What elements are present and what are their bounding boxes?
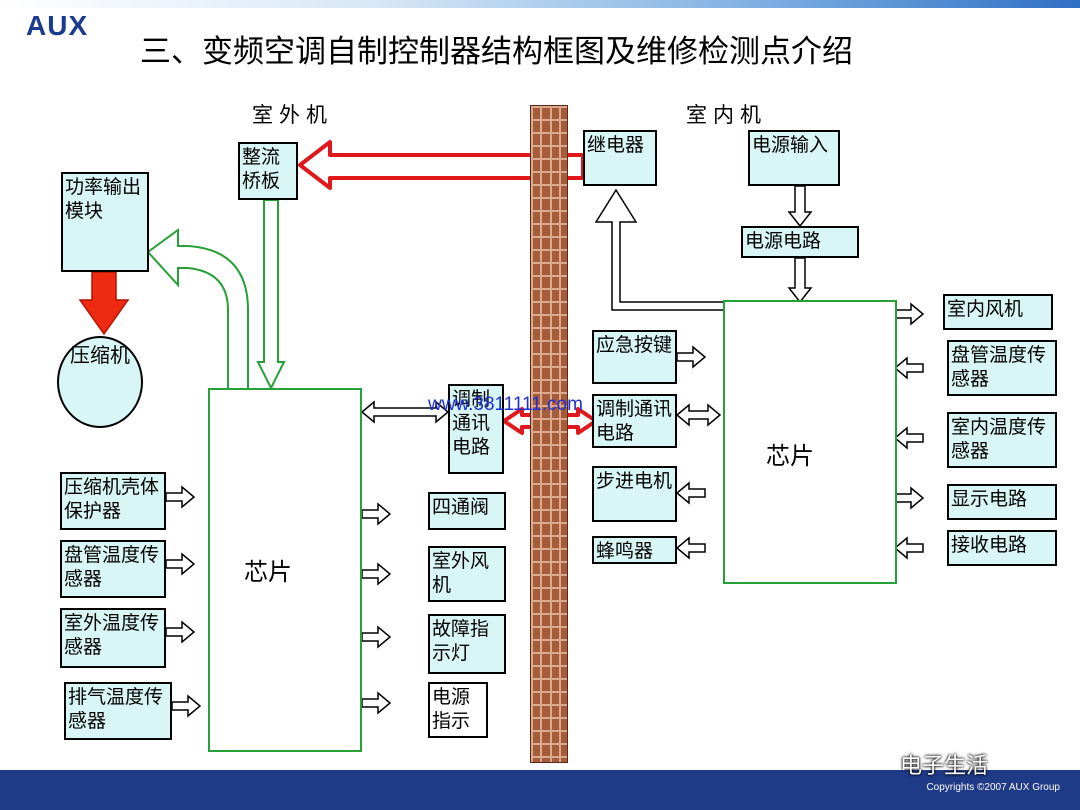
indoor-unit-label: 室内机: [686, 103, 767, 127]
fault-indicator-box: 故障指示灯: [428, 614, 506, 674]
top-gradient-bar: [0, 0, 1080, 8]
indoor-chip: [723, 300, 897, 584]
page-title: 三、变频空调自制控制器结构框图及维修检测点介绍: [140, 34, 853, 70]
power-module-to-compressor-arrow: [78, 271, 130, 336]
chip-to-power-module-arrow: [146, 228, 249, 388]
compressor-circle: 压缩机: [57, 336, 143, 428]
relay-box: 继电器: [583, 130, 657, 186]
emergency-key-box: 应急按键: [592, 330, 677, 384]
power-input-box: 电源输入: [748, 130, 840, 186]
outdoor-chip-label: 芯片: [244, 558, 292, 586]
power-output-module-box: 功率输出模块: [61, 172, 149, 272]
indoor-coil-temp-sensor-box: 盘管温度传感器: [947, 340, 1057, 396]
power-indicator-box: 电源指示: [428, 682, 488, 738]
display-circuit-box: 显示电路: [947, 484, 1057, 520]
power-circuit-down-arrow: [787, 257, 813, 304]
four-way-valve-box: 四通阀: [428, 492, 506, 530]
outdoor-unit-label: 室外机: [252, 103, 333, 127]
website-watermark: www.3811111.com: [428, 394, 583, 415]
brick-wall-divider: [530, 105, 568, 763]
indoor-fan-box: 室内风机: [943, 294, 1053, 330]
chip-to-relay-arrow: [594, 188, 725, 311]
buzzer-box: 蜂鸣器: [592, 536, 677, 564]
indoor-ambient-temp-sensor-box: 室内温度传感器: [947, 412, 1057, 468]
indoor-chip-label: 芯片: [766, 442, 814, 470]
power-circuit-box: 电源电路: [741, 226, 859, 258]
stepper-motor-box: 步进电机: [592, 466, 677, 522]
indoor-comm-circuit-box: 调制通讯电路: [592, 394, 677, 448]
exhaust-temp-sensor-box: 排气温度传感器: [64, 682, 172, 740]
outdoor-chip: [208, 388, 362, 752]
receive-circuit-box: 接收电路: [947, 530, 1057, 566]
indoor-comm-bidir-arrow: [675, 403, 722, 427]
outdoor-ambient-temp-sensor-box: 室外温度传感器: [60, 608, 166, 668]
compressor-shell-protector-box: 压缩机壳体保护器: [60, 472, 166, 530]
footer-bar: [0, 770, 1080, 810]
rectifier-to-chip-arrow: [256, 199, 286, 391]
outdoor-comm-circuit-box: 调制通讯电路: [448, 384, 504, 474]
outdoor-coil-temp-sensor-box: 盘管温度传感器: [60, 540, 166, 598]
rectifier-bridge-box: 整流桥板: [238, 142, 298, 200]
copyright-text: Copyrights ©2007 AUX Group: [926, 782, 1060, 793]
aux-logo: AUX: [26, 10, 89, 41]
brand-watermark: 电子生活: [900, 754, 989, 779]
power-input-down-arrow: [787, 185, 813, 228]
outdoor-fan-box: 室外风机: [428, 546, 506, 602]
